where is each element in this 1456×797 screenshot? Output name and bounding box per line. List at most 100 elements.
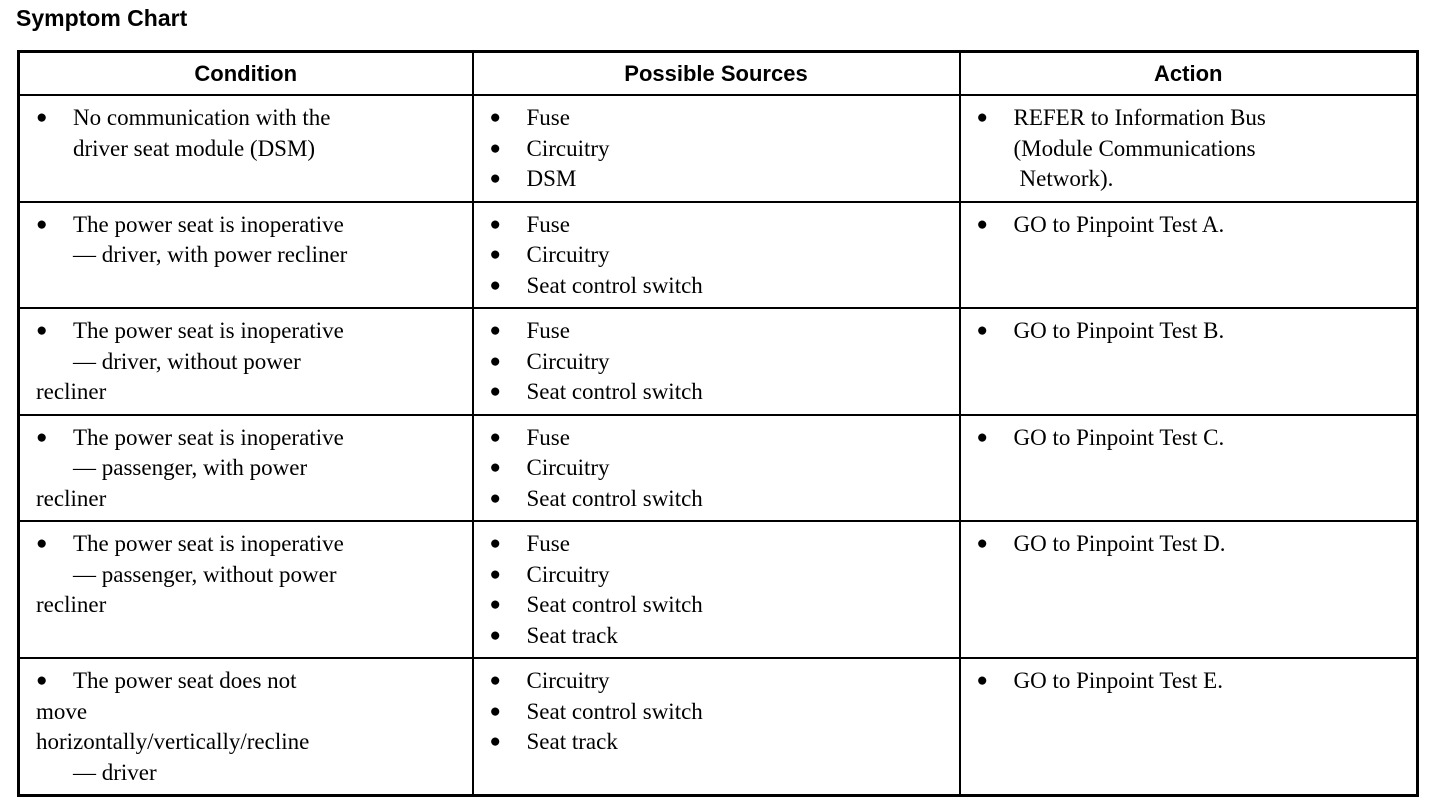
- cell-sources: ●Fuse●Circuitry●Seat control switch: [471, 413, 961, 522]
- bullet-icon: ●: [489, 624, 501, 646]
- cell-content: ●Fuse●Circuitry●Seat control switch: [474, 416, 959, 521]
- list-item-text: GO to Pinpoint Test D.: [1013, 531, 1226, 556]
- bullet-icon: ●: [489, 137, 501, 159]
- list-item-text: Seat control switch: [526, 272, 703, 298]
- list-item: ●Fuse: [474, 316, 953, 347]
- bullet-icon: ●: [489, 213, 501, 235]
- bullet-icon: ●: [489, 168, 501, 189]
- list-item: ●GO to Pinpoint Test B.: [961, 316, 1411, 347]
- list-item-text-continuation: horizontally/vertically/recline: [36, 729, 310, 754]
- list-item-text: Fuse: [526, 105, 570, 130]
- bullet-icon: ●: [36, 107, 48, 128]
- bullet-icon: ●: [489, 731, 501, 752]
- column-header-action: Action: [958, 50, 1419, 96]
- list-item-text-continuation: recliner: [36, 592, 107, 617]
- cell-condition: ●The power seat is inoperative— driver, …: [17, 200, 474, 309]
- cell-action: ●REFER to Information Bus(Module Communi…: [958, 94, 1419, 203]
- list-item: ●Seat control switch: [474, 697, 953, 728]
- cell-content: ●Fuse●Circuitry●Seat control switch●Seat…: [474, 522, 959, 657]
- list-item-text-continuation: — passenger, without power: [73, 561, 337, 587]
- cell-content: ●The power seat is inoperative— driver, …: [20, 309, 472, 414]
- list-item-text-continuation: Network).: [1019, 166, 1114, 191]
- list-item-text: The power seat is inoperative: [73, 318, 344, 343]
- list-item-text-continuation: (Module Communications: [1013, 135, 1256, 161]
- list-item: ●Fuse: [474, 103, 953, 134]
- list-item-text: Circuitry: [526, 348, 610, 374]
- list-item-text: Seat control switch: [526, 592, 703, 617]
- cell-content: ●Fuse●Circuitry●Seat control switch: [474, 203, 959, 308]
- cell-content: ●Fuse ● Circuitry ● DSM: [474, 96, 959, 201]
- list-item-text: GO to Pinpoint Test A.: [1013, 211, 1225, 237]
- bullet-icon: ●: [489, 533, 501, 554]
- list-item-text: No communication with the: [73, 105, 331, 130]
- column-header-sources: Possible Sources: [471, 50, 961, 96]
- list-item-text: Circuitry: [526, 668, 610, 693]
- cell-content: ●The power seat is inoperative— passenge…: [20, 522, 472, 627]
- list-item: ●Circuitry: [474, 453, 953, 484]
- cell-action: ●GO to Pinpoint Test A.: [958, 200, 1419, 309]
- page-title: Symptom Chart: [16, 5, 188, 31]
- cell-action: ●GO to Pinpoint Test D.: [958, 520, 1419, 659]
- bullet-list: ● GO to Pinpoint Test E.: [961, 666, 1411, 697]
- list-item-text: Fuse: [526, 211, 570, 237]
- list-item-text-continuation: — passenger, with power: [73, 455, 308, 480]
- bullet-list: ●REFER to Information Bus(Module Communi…: [961, 103, 1411, 195]
- list-item-text: Seat track: [526, 729, 618, 754]
- table-row: ●The power seat is inoperative— driver, …: [17, 200, 1419, 309]
- list-item: ●The power seat is inoperative— passenge…: [20, 529, 466, 621]
- bullet-list: ●The power seat is inoperative— passenge…: [20, 529, 466, 621]
- bullet-icon: ●: [36, 320, 48, 341]
- table-row: ● The power seat is inoperative — passenge…: [17, 520, 1419, 659]
- list-item: ●GO to Pinpoint Test C.: [961, 423, 1411, 454]
- list-item-text: GO to Pinpoint Test E.: [1013, 668, 1223, 693]
- list-item: ●Seat control switch: [474, 590, 953, 621]
- list-item: ● Fuse: [474, 529, 953, 560]
- list-item-text: Seat control switch: [526, 485, 703, 511]
- bullet-list: ●Fuse●Circuitry●Seat control switch●Seat…: [474, 529, 953, 651]
- list-item-text: The power seat is inoperative: [73, 211, 344, 237]
- cell-sources: ●Fuse ● Circuitry ● DSM: [471, 94, 961, 203]
- list-item-text: The power seat is inoperative: [73, 531, 344, 556]
- list-item-text: Circuitry: [526, 135, 610, 161]
- cell-content: ●GO to Pinpoint Test B.: [961, 309, 1417, 353]
- bullet-icon: ●: [489, 670, 501, 691]
- bullet-icon: ●: [36, 426, 48, 448]
- list-item-text: DSM: [526, 166, 577, 191]
- bullet-list: ●Fuse●Circuitry●Seat control switch: [474, 316, 953, 408]
- list-item: ●Circuitry: [474, 347, 953, 378]
- list-item: ● Seat track: [474, 621, 953, 652]
- list-item-text: Seat track: [526, 622, 618, 648]
- list-item: ● Seat track: [474, 727, 953, 758]
- list-item-text: The power seat is inoperative: [73, 424, 344, 450]
- cell-sources: ● Circuitry ●Seat control switch ● Seat trac…: [471, 657, 961, 797]
- header-row: Condition Possible Sources Action: [17, 50, 1419, 96]
- cell-condition: ●The power seat is inoperative— passenge…: [17, 520, 474, 659]
- bullet-icon: ●: [489, 244, 501, 265]
- cell-content: ●Fuse●Circuitry●Seat control switch: [474, 309, 959, 414]
- bullet-list: ●GO to Pinpoint Test D.: [961, 529, 1411, 560]
- list-item: ●Fuse: [474, 423, 953, 454]
- list-item-text: Circuitry: [526, 242, 610, 267]
- list-item-text: Seat control switch: [526, 379, 703, 404]
- bullet-icon: ●: [36, 213, 48, 235]
- cell-action: ●GO to Pinpoint Test C.: [958, 413, 1419, 522]
- list-item: ● Circuitry: [474, 240, 953, 271]
- list-item-text: REFER to Information Bus: [1013, 105, 1266, 130]
- cell-content: ●The power seat is inoperative— driver, …: [20, 203, 472, 277]
- list-item-text: Seat control switch: [526, 698, 703, 724]
- list-item: ●Seat control switch: [474, 377, 953, 408]
- cell-condition: ● The power seat is inoperative — passenge…: [17, 413, 474, 522]
- list-item: ●The power seat is inoperative— driver, …: [20, 316, 466, 408]
- bullet-icon: ●: [976, 670, 988, 691]
- list-item-text: Fuse: [526, 531, 570, 556]
- table-row: ● The power seat is inoperative — passenge…: [17, 413, 1419, 522]
- bullet-list: ●GO to Pinpoint Test B.: [961, 316, 1411, 347]
- cell-content: ●GO to Pinpoint Test D.: [961, 522, 1417, 566]
